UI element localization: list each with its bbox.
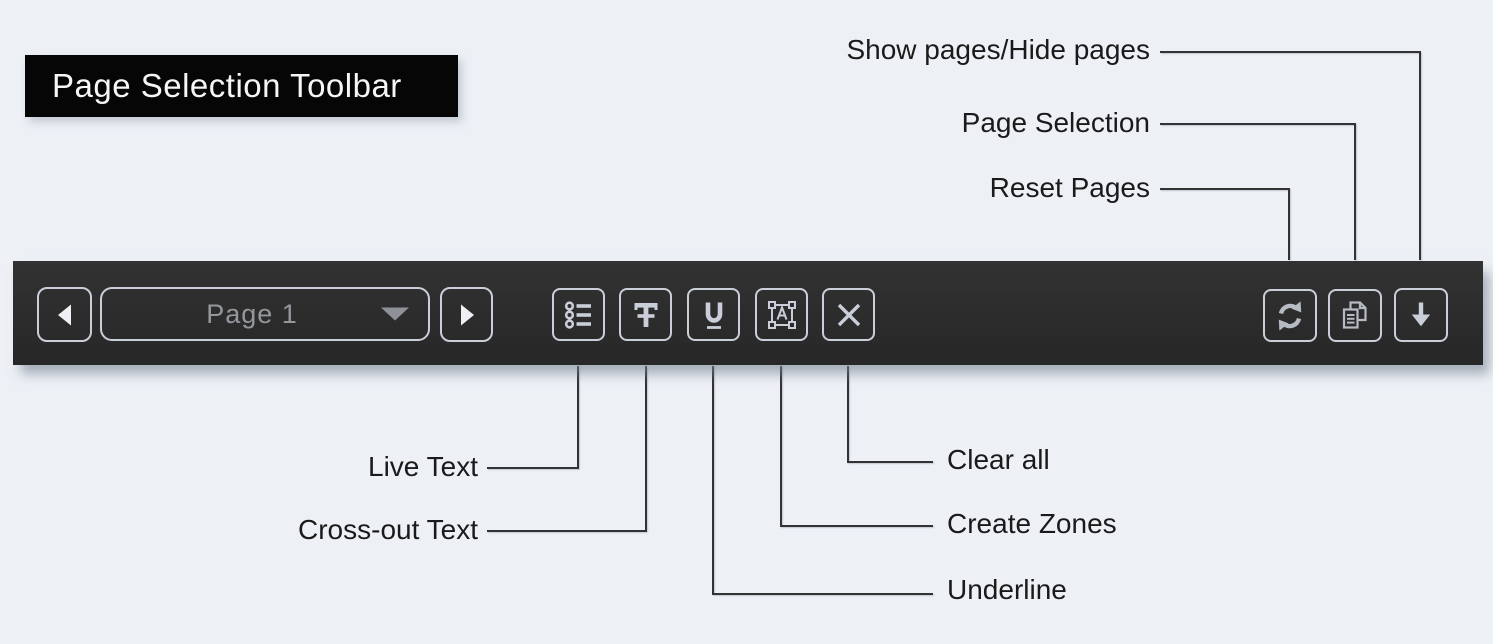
diagram-title-box: Page Selection Toolbar xyxy=(25,55,458,117)
cross-out-text-button[interactable] xyxy=(619,288,672,341)
callout-line-clear-all xyxy=(847,366,933,463)
page-selection-toolbar: Page 1 xyxy=(13,261,1483,365)
show-hide-pages-button[interactable] xyxy=(1394,288,1448,342)
document-pages-icon xyxy=(1342,300,1367,329)
callout-label-underline: Underline xyxy=(947,574,1067,605)
diagram-title: Page Selection Toolbar xyxy=(52,67,402,104)
callout-line-live-text xyxy=(487,366,579,469)
callout-line-create-zones xyxy=(780,366,933,527)
down-arrow-icon xyxy=(1411,302,1431,327)
bulleted-list-icon xyxy=(564,300,591,329)
next-page-button[interactable] xyxy=(440,287,493,342)
strikethrough-t-icon xyxy=(634,302,657,327)
callout-label-clear-all: Clear all xyxy=(947,444,1050,475)
clear-all-button[interactable] xyxy=(822,288,875,341)
callout-label-create-zones: Create Zones xyxy=(947,508,1117,539)
callout-line-reset-pages xyxy=(1160,188,1290,260)
page-selection-button[interactable] xyxy=(1328,289,1382,342)
callout-line-cross-out-text xyxy=(487,366,647,532)
callout-label-show-hide-pages: Show pages/Hide pages xyxy=(846,34,1150,65)
zone-selection-a-icon xyxy=(767,300,796,329)
x-icon xyxy=(837,303,860,326)
callout-label-cross-out-text: Cross-out Text xyxy=(298,514,478,545)
right-triangle-icon xyxy=(460,304,474,325)
callout-line-show-hide-pages xyxy=(1160,51,1421,260)
chevron-down-icon xyxy=(381,307,409,321)
callout-line-page-selection xyxy=(1160,123,1356,260)
callout-line-underline xyxy=(712,366,933,595)
callout-label-page-selection: Page Selection xyxy=(961,107,1150,138)
create-zones-button[interactable] xyxy=(755,288,808,341)
refresh-icon xyxy=(1278,300,1302,331)
live-text-button[interactable] xyxy=(552,288,605,341)
callout-label-live-text: Live Text xyxy=(368,451,478,482)
page-dropdown-value: Page 1 xyxy=(206,298,298,329)
callout-label-reset-pages: Reset Pages xyxy=(989,172,1150,203)
page-dropdown[interactable]: Page 1 xyxy=(100,287,430,341)
prev-page-button[interactable] xyxy=(37,287,92,342)
underline-button[interactable] xyxy=(687,288,740,341)
reset-pages-button[interactable] xyxy=(1263,289,1317,342)
underline-u-icon xyxy=(705,302,722,329)
left-triangle-icon xyxy=(57,304,71,325)
